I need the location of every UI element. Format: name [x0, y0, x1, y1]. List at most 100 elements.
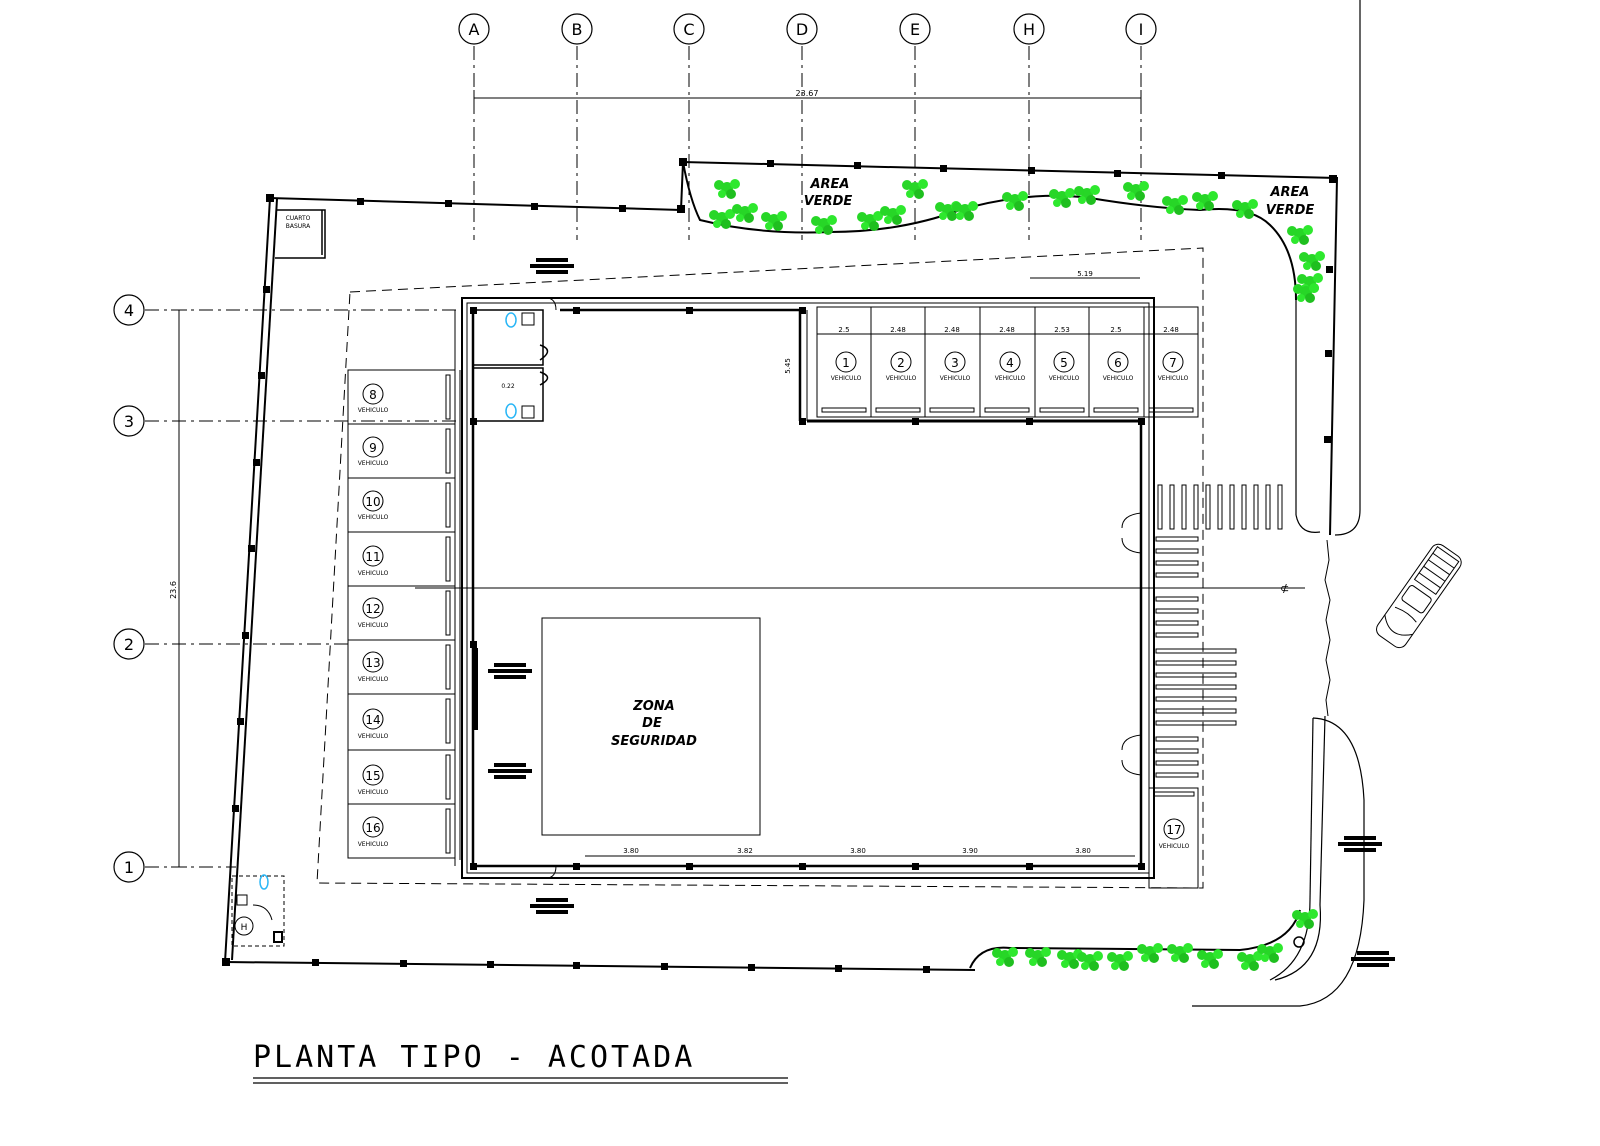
- parking-width-4: 2.48: [999, 326, 1015, 334]
- parking-slot-label: VEHICULO: [358, 570, 389, 577]
- drain-icon: [1293, 936, 1305, 948]
- parking-slot-circle: [1163, 818, 1185, 840]
- toilet-icon: [505, 312, 517, 419]
- green-area-bottom: [969, 909, 1318, 971]
- parking-slot-label: VEHICULO: [995, 375, 1026, 382]
- parking-slot-label: VEHICULO: [358, 460, 389, 467]
- wc-dimension: 0.22: [501, 383, 515, 390]
- hydrant-label: H: [241, 923, 248, 933]
- parking-slot-number: 1: [842, 356, 850, 370]
- parking-slot-number: 9: [369, 441, 377, 455]
- parking-slot-label: VEHICULO: [1159, 843, 1190, 850]
- security-zone-label-2: DE: [642, 716, 662, 731]
- parking-width-1: 2.5: [838, 326, 849, 334]
- axis-label-1: 1: [124, 858, 134, 877]
- pickup-truck-icon: [1376, 543, 1462, 649]
- parking-slot-label: VEHICULO: [358, 733, 389, 740]
- parking-slot-label: VEHICULO: [358, 622, 389, 629]
- bathrooms: [472, 309, 549, 422]
- security-zone: [541, 617, 761, 836]
- parking-top-row: [816, 306, 1199, 418]
- parking-slot-number: 16: [365, 821, 380, 835]
- gate-track: [1324, 539, 1331, 717]
- centerline-mark: ⊄: [1280, 582, 1289, 595]
- doors: [474, 297, 1142, 879]
- axis-label-c: C: [683, 20, 694, 39]
- parking-slot-label: VEHICULO: [940, 375, 971, 382]
- level-marker-icon: [488, 258, 1395, 967]
- parking-width-2: 2.48: [890, 326, 906, 334]
- parking-depth: 5.45: [784, 358, 792, 374]
- axis-label-e: E: [910, 20, 920, 39]
- bottom-span-5: 3.80: [1075, 847, 1091, 855]
- parking-slot-number: 15: [365, 769, 380, 783]
- column-markers: [458, 13, 1157, 45]
- overall-dimensions: [171, 90, 1142, 868]
- parking-slot-number: 12: [365, 602, 380, 616]
- security-zone-label-3: SEGURIDAD: [611, 734, 697, 749]
- bottom-span-3: 3.80: [850, 847, 866, 855]
- parking-slot-label: VEHICULO: [1049, 375, 1080, 382]
- street-curbs: [1192, 0, 1365, 1007]
- parking-top-numbers: [835, 351, 1184, 373]
- parking-slot-label: VEHICULO: [358, 789, 389, 796]
- parking-slot-label: VEHICULO: [886, 375, 917, 382]
- parking-slot-label: VEHICULO: [831, 375, 862, 382]
- green-area-label-2a: AREA: [1269, 185, 1309, 200]
- green-area-label-1a: AREA: [809, 177, 849, 192]
- axis-label-d: D: [796, 20, 808, 39]
- parking-slot-number: 4: [1006, 356, 1014, 370]
- parking-slot-label: VEHICULO: [1158, 375, 1189, 382]
- corner-bathroom: [231, 875, 285, 947]
- parking-slot-number: 17: [1166, 823, 1181, 837]
- parking-slot-number: 7: [1169, 356, 1177, 370]
- parking-slot-number: 3: [951, 356, 959, 370]
- overall-width-dimension: 23.67: [796, 89, 819, 98]
- axis-label-h: H: [1023, 20, 1035, 39]
- parking-slot-number: 2: [897, 356, 905, 370]
- trash-room-label-2: BASURA: [286, 223, 311, 230]
- roof-outline: [316, 247, 1204, 889]
- axis-label-i: I: [1139, 20, 1144, 39]
- parking-slot-label: VEHICULO: [1103, 375, 1134, 382]
- row-markers: [113, 294, 145, 883]
- axis-label-a: A: [469, 20, 480, 39]
- parking-slot-number: 11: [365, 550, 380, 564]
- parking-slot-number: 8: [369, 388, 377, 402]
- axis-label-4: 4: [124, 301, 134, 320]
- bottom-span-1: 3.80: [623, 847, 639, 855]
- bottom-span-2: 3.82: [737, 847, 753, 855]
- security-zone-label-1: ZONA: [632, 699, 674, 714]
- drawing-title: PLANTA TIPO - ACOTADA: [253, 1040, 695, 1075]
- green-area-label-2b: VERDE: [1266, 203, 1315, 218]
- parking-slot-label: VEHICULO: [358, 514, 389, 521]
- axis-label-3: 3: [124, 412, 134, 431]
- parking-width-7: 2.48: [1163, 326, 1179, 334]
- toilet-icon: [259, 874, 269, 890]
- parking-top-total: 5.19: [1077, 270, 1093, 278]
- parking-left-numbers: [362, 383, 384, 838]
- parking-slot-number: 10: [365, 495, 380, 509]
- parking-right-slot: [1148, 787, 1199, 889]
- green-area-top: [682, 161, 1325, 303]
- bottom-span-4: 3.90: [962, 847, 978, 855]
- trash-room-label-1: CUARTO: [286, 215, 311, 222]
- parking-left-column: [347, 369, 456, 859]
- parking-slot-label: VEHICULO: [358, 676, 389, 683]
- crosswalk-horizontal: [1155, 536, 1237, 778]
- axis-label-b: B: [572, 20, 583, 39]
- axis-label-2: 2: [124, 635, 134, 654]
- parking-width-3: 2.48: [944, 326, 960, 334]
- parking-slot-number: 5: [1060, 356, 1068, 370]
- parking-slot-number: 13: [365, 656, 380, 670]
- parking-top-bumpers: [821, 407, 1194, 413]
- parking-slot-label: VEHICULO: [358, 407, 389, 414]
- trash-room: [275, 209, 326, 259]
- parking-width-5: 2.53: [1054, 326, 1070, 334]
- parking-width-6: 2.5: [1110, 326, 1121, 334]
- overall-height-dimension: 23.6: [169, 581, 178, 599]
- parking-slot-number: 14: [365, 713, 380, 727]
- parking-slot-number: 6: [1114, 356, 1122, 370]
- crosswalk-vertical: [1157, 484, 1283, 530]
